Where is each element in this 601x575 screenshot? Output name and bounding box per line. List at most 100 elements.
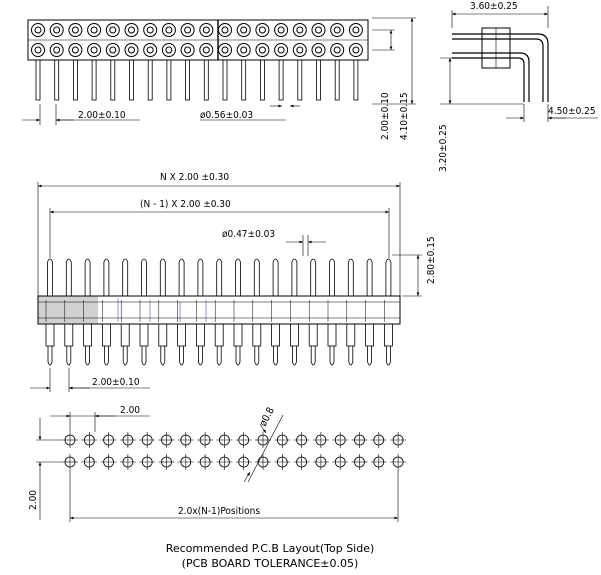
pcb-holes <box>62 432 407 470</box>
top-contact-ring <box>218 23 232 37</box>
top-pin <box>185 59 191 101</box>
top-contact-ring <box>292 23 307 37</box>
top-contact-ring <box>330 43 345 57</box>
top-contact-hole <box>221 26 229 34</box>
pcb-layout <box>36 412 407 522</box>
front-lower-pin <box>122 346 128 366</box>
front-socket <box>308 323 318 347</box>
front-lower-pin <box>104 346 109 366</box>
front-socket <box>158 323 168 347</box>
top-contact-ring <box>236 43 251 57</box>
top-contact-ring <box>105 43 120 57</box>
front-socket <box>83 323 92 347</box>
top-pin <box>129 59 134 101</box>
front-lower-pin <box>386 346 391 366</box>
front-lower-pin <box>292 346 297 366</box>
side-view <box>440 6 598 122</box>
front-lower-pin <box>329 346 335 366</box>
front-lower-pin <box>367 346 372 366</box>
top-contact-hole <box>165 46 173 54</box>
front-socket <box>327 323 337 347</box>
top-contact-hole <box>184 46 192 54</box>
top-contact-ring <box>180 43 195 57</box>
top-contact-hole <box>315 46 322 54</box>
front-upper-pin <box>178 258 185 296</box>
top-pin <box>297 59 303 101</box>
front-socket <box>289 323 299 347</box>
top-contact-ring <box>68 43 83 57</box>
top-view-contacts <box>31 23 363 57</box>
top-contact-ring <box>255 43 270 57</box>
top-contact-hole <box>71 46 79 54</box>
front-upper-pin <box>253 258 260 296</box>
top-contact-hole <box>146 46 154 54</box>
top-contact-ring <box>31 43 45 57</box>
top-contact-hole <box>258 46 266 54</box>
top-contact-ring <box>255 23 270 37</box>
top-view <box>22 17 416 125</box>
front-total-label: N X 2.00 ±0.30 <box>160 172 229 183</box>
top-contact-ring <box>311 43 326 57</box>
front-socket <box>233 323 243 347</box>
top-contact-ring <box>31 23 45 37</box>
caption-title: Recommended P.C.B Layout(Top Side) <box>166 542 375 555</box>
front-upper-pin <box>197 258 204 296</box>
top-contact-hole <box>296 46 304 54</box>
top-contact-ring <box>274 43 289 57</box>
top-contact-hole <box>202 26 210 34</box>
top-pin <box>54 59 60 101</box>
top-contact-ring <box>218 43 232 57</box>
front-view-tint <box>117 298 207 322</box>
front-upper-pin <box>291 258 298 296</box>
front-socket <box>346 323 356 347</box>
front-socket <box>120 323 130 347</box>
top-height-label: 4.10±0.15 <box>399 92 410 140</box>
front-view <box>30 182 422 392</box>
front-lower-pin <box>66 346 72 366</box>
top-contact-hole <box>202 46 210 54</box>
top-contact-ring <box>49 43 64 57</box>
top-contact-ring <box>143 43 158 57</box>
top-contact-ring <box>199 23 214 37</box>
front-lower-pin <box>85 346 90 366</box>
top-contact-hole <box>352 46 360 54</box>
top-contact-ring <box>87 43 102 57</box>
side-height-label: 3.20±0.25 <box>438 124 449 172</box>
front-pin-len-label: 2.80±0.15 <box>426 236 437 284</box>
front-lower-pin <box>47 346 53 366</box>
top-contact-ring <box>274 23 289 37</box>
top-contact-hole <box>277 46 285 54</box>
front-socket <box>252 323 262 347</box>
front-socket <box>195 323 205 347</box>
front-lower-pin <box>198 346 203 366</box>
top-contact-hole <box>109 26 117 34</box>
top-contact-hole <box>333 46 341 54</box>
top-contact-hole <box>258 26 266 34</box>
top-contact-hole <box>352 26 360 34</box>
side-tail-label: 4.50±0.25 <box>548 106 596 117</box>
front-upper-pin <box>122 258 129 296</box>
side-width-label: 3.60±0.25 <box>470 1 518 12</box>
top-contact-hole <box>128 46 135 54</box>
front-upper-pin <box>385 258 392 296</box>
front-upper-pin <box>235 258 241 296</box>
front-upper-pin <box>310 258 317 296</box>
front-socket <box>139 323 149 347</box>
front-upper-pin <box>366 258 373 296</box>
top-pin <box>259 59 265 101</box>
top-pin <box>241 59 247 101</box>
top-pin <box>353 59 359 101</box>
top-pin <box>334 59 340 101</box>
top-contact-hole <box>315 26 322 34</box>
top-row-spacing-label: 2.00±0.10 <box>380 92 391 140</box>
front-upper-pin <box>272 258 279 296</box>
top-contact-hole <box>184 26 192 34</box>
top-contact-hole <box>34 26 42 34</box>
caption-tolerance: (PCB BOARD TOLERANCE±0.05) <box>182 557 359 570</box>
pcb-hole-label: ø0.8 <box>258 406 277 429</box>
top-pin <box>222 59 228 101</box>
top-contact-hole <box>221 46 229 54</box>
top-contact-hole <box>146 26 154 34</box>
front-lower-pin <box>254 346 260 366</box>
